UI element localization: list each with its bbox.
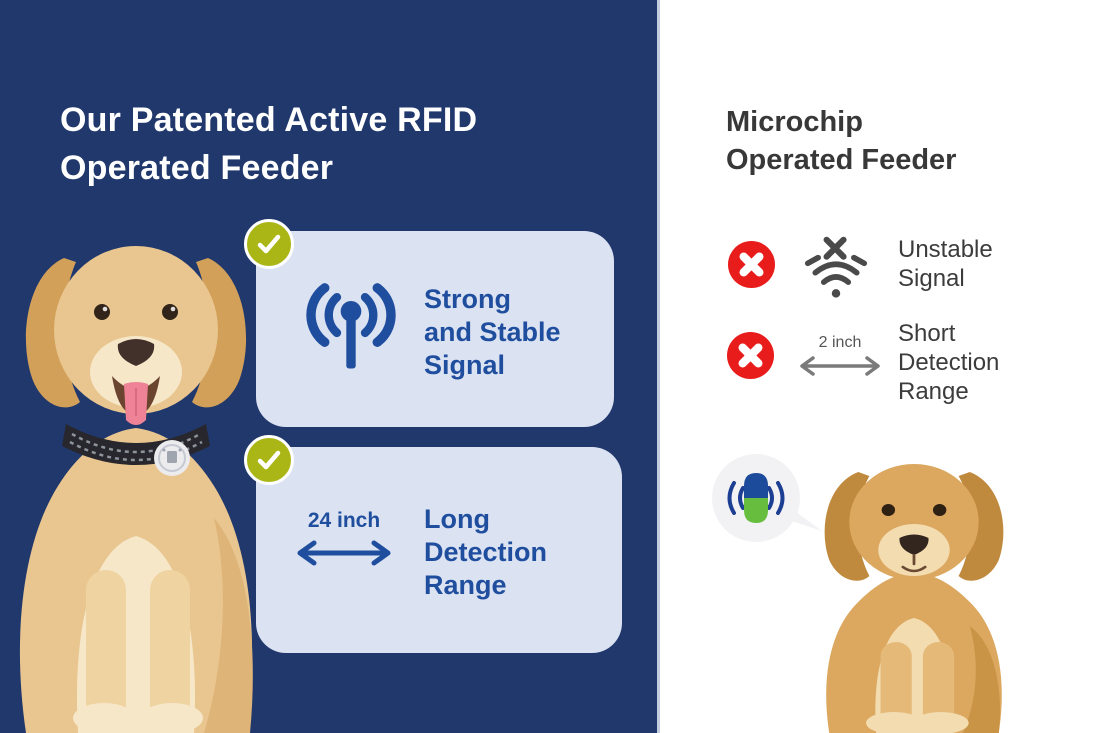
feature-card-long-range: 24 inch Long Detection Range [256, 447, 622, 653]
speech-bubble [712, 454, 800, 542]
drawback-label-short-range: Short Detection Range [898, 320, 1000, 405]
feature-card-strong-signal: Strong and Stable Signal [256, 231, 614, 427]
double-arrow-icon [297, 540, 391, 566]
measure-label: 24 inch [307, 509, 381, 532]
left-panel-title: Our Patented Active RFID Operated Feeder [60, 101, 478, 187]
measure-label: 2 inch [818, 334, 862, 351]
check-icon [244, 219, 294, 269]
feature-label-long-range: Long Detection Range [424, 504, 548, 600]
double-arrow-icon [800, 356, 880, 376]
short-range-measure: 2 inch [792, 334, 888, 378]
detection-range-measure: 24 inch [284, 509, 404, 567]
drawback-label-unstable-signal: Unstable Signal [898, 236, 993, 292]
cross-icon [728, 241, 775, 288]
left-dog-photo [19, 246, 253, 733]
wifi-off-icon [804, 235, 868, 301]
right-panel-title: Microchip Operated Feeder [726, 106, 957, 176]
check-icon [244, 435, 294, 485]
right-dog-photo [824, 464, 1004, 733]
feature-label-strong-signal: Strong and Stable Signal [424, 284, 561, 380]
microchip-capsule-icon [712, 454, 800, 542]
antenna-signal-icon [306, 283, 396, 379]
cross-icon [727, 332, 774, 379]
rfid-feeder-panel: Our Patented Active RFID Operated Feeder [0, 0, 660, 733]
